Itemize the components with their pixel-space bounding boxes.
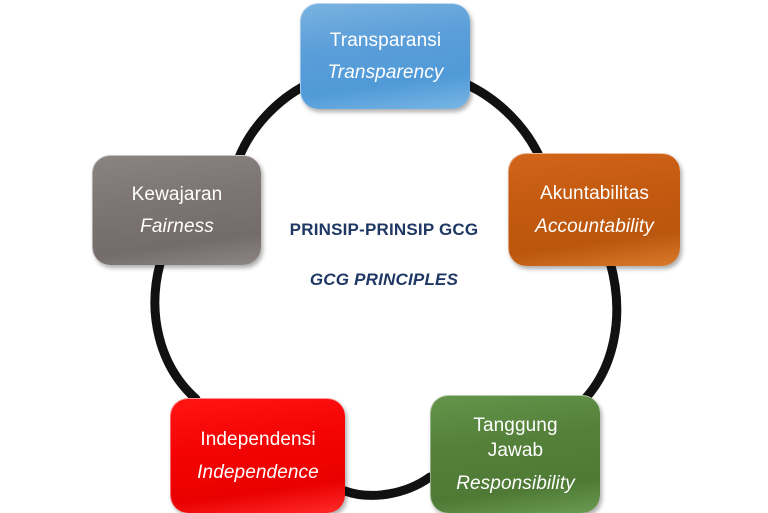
center-title-en: GCG PRINCIPLES: [309, 270, 459, 289]
node-transparency[interactable]: Transparansi Transparency: [300, 3, 470, 109]
center-caption: PRINSIP-PRINSIP GCG GCG PRINCIPLES: [250, 220, 518, 290]
node-responsibility-label-en: Responsibility: [456, 472, 575, 494]
node-accountability-label-en: Accountability: [535, 215, 654, 237]
node-independence-label-id: Independensi: [200, 429, 316, 451]
node-fairness[interactable]: Kewajaran Fairness: [92, 155, 261, 265]
connector-transparency-to-accountability: [461, 79, 546, 165]
connector-responsibility-to-independence: [340, 472, 435, 500]
node-fairness-label-en: Fairness: [140, 216, 214, 237]
node-transparency-label-id: Transparansi: [329, 29, 442, 51]
connector-accountability-to-responsibility: [575, 257, 622, 409]
connector-fairness-to-transparency: [233, 80, 311, 165]
center-title-id: PRINSIP-PRINSIP GCG: [289, 220, 479, 239]
node-responsibility-label-id-line2: Jawab: [487, 440, 544, 462]
node-transparency-label-en: Transparency: [327, 62, 444, 83]
node-independence[interactable]: Independensi Independence: [170, 398, 345, 513]
connector-independence-to-fairness: [150, 259, 201, 404]
node-accountability-label-id: Akuntabilitas: [539, 183, 650, 205]
node-fairness-label-id: Kewajaran: [131, 183, 223, 205]
node-accountability[interactable]: Akuntabilitas Accountability: [508, 153, 680, 266]
node-independence-label-en: Independence: [197, 461, 319, 483]
node-responsibility[interactable]: Tanggung Jawab Responsibility: [430, 395, 600, 513]
node-responsibility-label-id-line1: Tanggung: [473, 415, 558, 437]
